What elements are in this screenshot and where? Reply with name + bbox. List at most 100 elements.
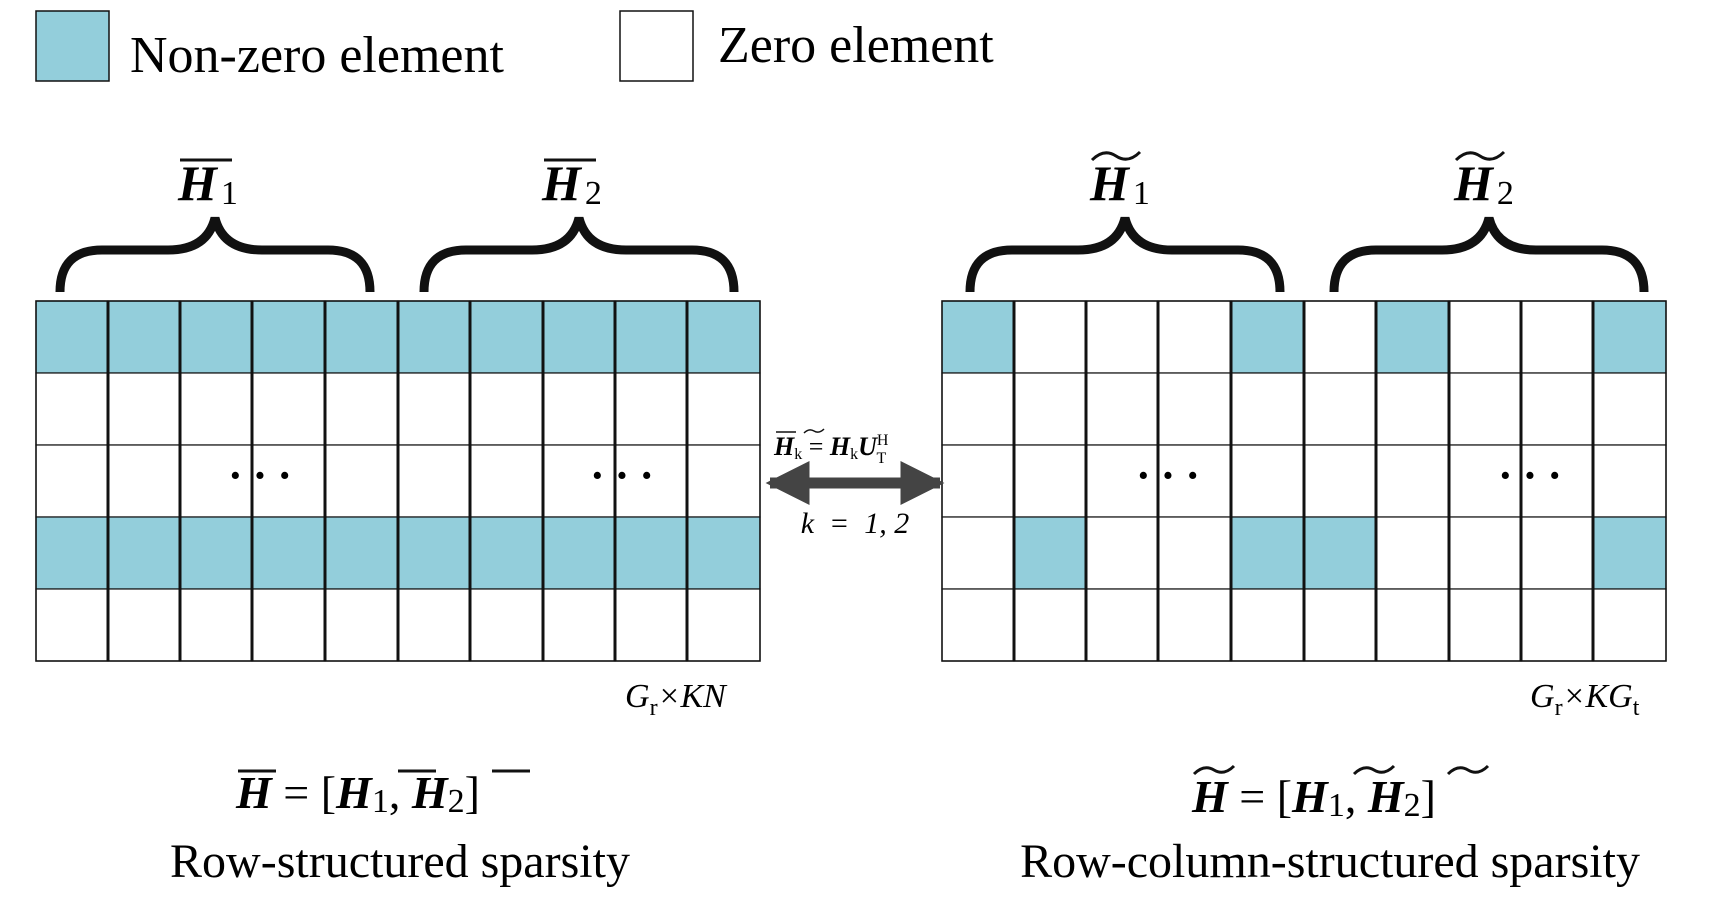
left-cell-r2-c10: [686, 372, 761, 446]
left-brace-1: [55, 216, 375, 293]
right-cell-r5-c3: [1085, 588, 1159, 662]
right-cell-r1-c9: [1520, 300, 1594, 374]
svg-text:H = [H1, H2]: H = [H1, H2]: [235, 767, 480, 820]
right-cell-r1-c6: [1303, 300, 1377, 374]
legend: Non-zero element Zero element: [35, 10, 994, 84]
legend-nonzero-swatch: [35, 10, 110, 82]
right-cell-r2-c9: [1520, 372, 1594, 446]
right-equation: H = [H1, H2]: [1191, 764, 1490, 824]
left-cell-r1-c4: [251, 300, 326, 374]
right-cell-r4-c8: [1448, 516, 1522, 590]
relation-tilde: [803, 428, 825, 434]
left-cell-r5-c4: [251, 588, 326, 662]
right-brace1-tilde: [1090, 150, 1142, 162]
right-dots-2: ···: [1498, 451, 1572, 500]
k-range-label: k = 1, 2: [801, 507, 910, 540]
right-cell-r3-c8: [1448, 444, 1522, 518]
right-cell-r1-c8: [1448, 300, 1522, 374]
left-dimension-label: Gr×KN: [625, 678, 728, 721]
left-cell-r5-c3: [179, 588, 253, 662]
right-brace-1: [965, 216, 1285, 293]
left-cell-r1-c1: [35, 300, 109, 374]
right-cell-r5-c1: [941, 588, 1015, 662]
right-cell-r4-c4: [1157, 516, 1232, 590]
left-cell-r1-c7: [469, 300, 544, 374]
right-cell-r4-c7: [1375, 516, 1450, 590]
right-brace-2: [1329, 216, 1649, 293]
right-cell-r2-c5: [1230, 372, 1305, 446]
right-cell-r3-c1: [941, 444, 1015, 518]
left-cell-r3-c1: [35, 444, 109, 518]
left-cell-r5-c7: [469, 588, 544, 662]
right-cell-r5-c4: [1157, 588, 1232, 662]
right-cell-r3-c4: [1157, 444, 1232, 518]
left-caption: Row-structured sparsity: [170, 835, 630, 888]
left-cell-r1-c8: [542, 300, 616, 374]
left-cell-r4-c2: [107, 516, 181, 590]
right-cell-r4-c1: [941, 516, 1015, 590]
right-cell-r2-c6: [1303, 372, 1377, 446]
left-cell-r1-c5: [324, 300, 399, 374]
right-matrix: [941, 300, 1667, 662]
right-cell-r1-c5: [1230, 300, 1305, 374]
left-cell-r1-c3: [179, 300, 253, 374]
right-cell-r4-c10: [1592, 516, 1667, 590]
left-cell-r3-c4: [251, 444, 326, 518]
right-cell-r4-c6: [1303, 516, 1377, 590]
right-cell-r3-c6: [1303, 444, 1377, 518]
right-cell-r3-c5: [1230, 444, 1305, 518]
legend-nonzero-label: Non-zero element: [130, 27, 504, 84]
right-cell-r5-c7: [1375, 588, 1450, 662]
left-dots-2: ···: [590, 451, 664, 500]
right-cell-r1-c3: [1085, 300, 1159, 374]
left-cell-r3-c6: [397, 444, 471, 518]
right-cell-r3-c2: [1013, 444, 1087, 518]
right-dots-1: ···: [1136, 451, 1210, 500]
left-cell-r4-c7: [469, 516, 544, 590]
left-cell-r1-c10: [686, 300, 761, 374]
legend-zero-swatch: [619, 10, 694, 82]
left-cell-r2-c3: [179, 372, 253, 446]
left-cell-r5-c1: [35, 588, 109, 662]
left-cell-r5-c6: [397, 588, 471, 662]
left-dots-1: ···: [228, 451, 302, 500]
left-cell-r4-c1: [35, 516, 109, 590]
right-cell-r4-c3: [1085, 516, 1159, 590]
left-cell-r1-c9: [614, 300, 688, 374]
right-cell-r2-c3: [1085, 372, 1159, 446]
left-brace-2: [419, 216, 739, 293]
left-cell-r4-c4: [251, 516, 326, 590]
left-cell-r3-c5: [324, 444, 399, 518]
left-cell-r3-c7: [469, 444, 544, 518]
left-equation: H = [H1, H2]: [235, 767, 530, 820]
right-cell-r3-c3: [1085, 444, 1159, 518]
right-cell-r4-c5: [1230, 516, 1305, 590]
right-cell-r2-c2: [1013, 372, 1087, 446]
left-cell-r5-c8: [542, 588, 616, 662]
right-cell-r5-c5: [1230, 588, 1305, 662]
right-cell-r2-c8: [1448, 372, 1522, 446]
right-dimension-label: Gr×KGt: [1530, 678, 1640, 721]
right-cell-r5-c8: [1448, 588, 1522, 662]
right-brace2-tilde: [1454, 150, 1506, 162]
left-cell-r2-c7: [469, 372, 544, 446]
right-cell-r2-c7: [1375, 372, 1450, 446]
svg-text:H = [H1, H2]: H = [H1, H2]: [1191, 771, 1436, 824]
right-cell-r2-c1: [941, 372, 1015, 446]
left-cell-r2-c1: [35, 372, 109, 446]
left-cell-r4-c8: [542, 516, 616, 590]
right-caption: Row-column-structured sparsity: [1020, 835, 1640, 888]
left-cell-r2-c5: [324, 372, 399, 446]
left-cell-r3-c2: [107, 444, 181, 518]
left-cell-r4-c10: [686, 516, 761, 590]
left-cell-r3-c10: [686, 444, 761, 518]
right-cell-r5-c2: [1013, 588, 1087, 662]
left-cell-r2-c9: [614, 372, 688, 446]
